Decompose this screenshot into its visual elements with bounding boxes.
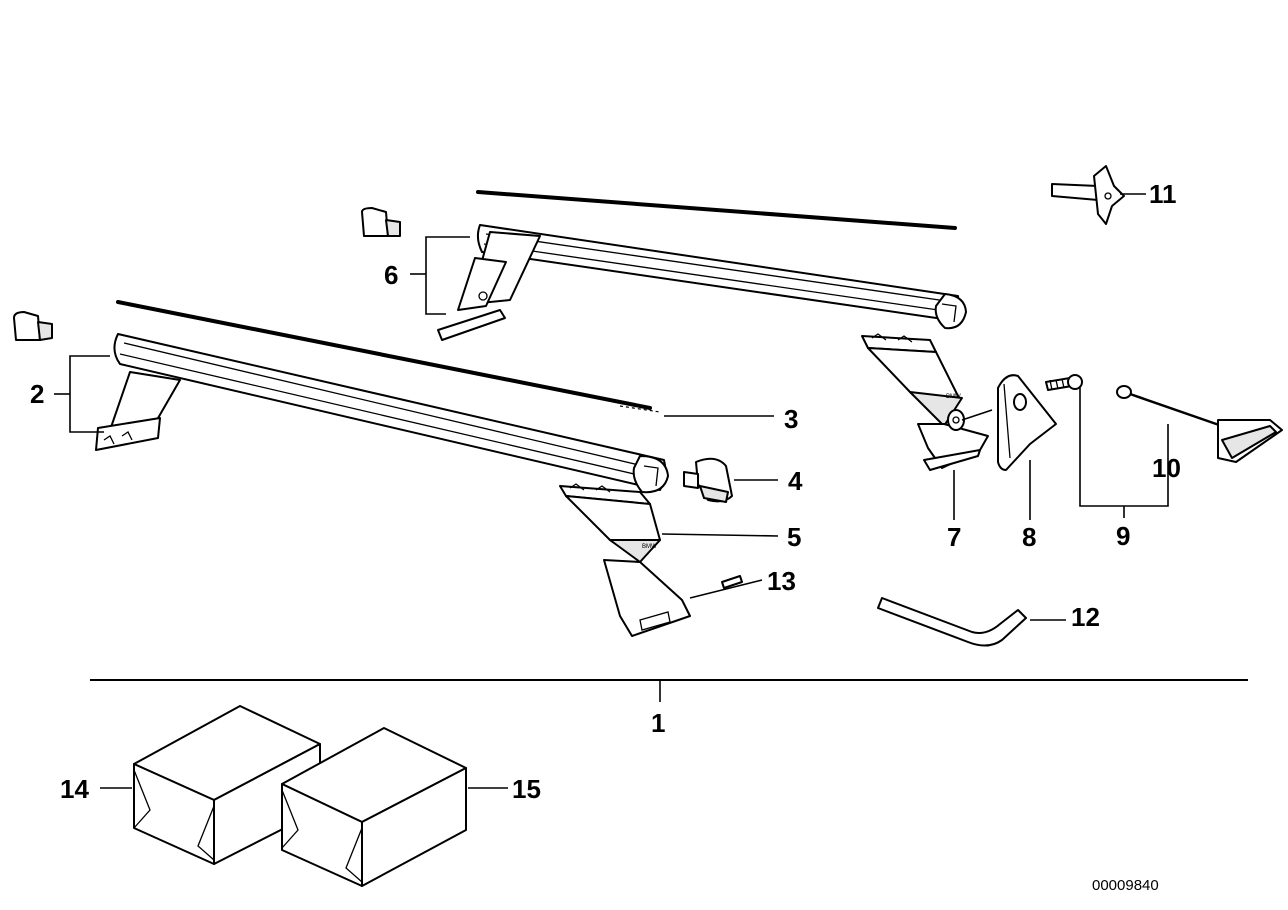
label-10: 10 <box>1152 453 1181 483</box>
knob-part-11 <box>1051 165 1125 225</box>
label-13: 13 <box>767 566 796 596</box>
label-9: 9 <box>1116 521 1130 551</box>
bracket-part-8 <box>997 374 1057 471</box>
document-number: 00009840 <box>1092 877 1159 894</box>
front-left-foot <box>95 371 181 451</box>
box-part-15 <box>281 727 467 887</box>
label-4: 4 <box>788 466 803 496</box>
pin-part-13 <box>721 575 743 589</box>
label-3: 3 <box>784 404 798 434</box>
rear-left-end-cap <box>361 207 401 237</box>
label-2: 2 <box>30 379 44 409</box>
foot-support-part-5: BMW <box>559 483 691 637</box>
label-11: 11 <box>1149 179 1177 209</box>
label-15: 15 <box>512 774 541 804</box>
strap-part-10 <box>1116 385 1283 463</box>
label-8: 8 <box>1022 522 1036 552</box>
label-1: 1 <box>651 708 665 738</box>
foot-support-part-7: BMW <box>861 333 989 471</box>
end-cap-part-4 <box>683 457 733 503</box>
front-left-end-cap <box>13 311 53 341</box>
label-12: 12 <box>1071 602 1100 632</box>
rear-left-foot <box>437 231 541 341</box>
rear-cross-bar <box>476 190 967 330</box>
hex-key-part-12 <box>877 597 1027 647</box>
box-part-14 <box>133 705 321 865</box>
front-cross-bar <box>113 300 669 494</box>
leader-lines <box>54 193 1248 789</box>
label-14: 14 <box>60 774 89 804</box>
label-6: 6 <box>384 260 398 290</box>
foot-logo-text: BMW <box>642 544 657 550</box>
label-5: 5 <box>787 522 801 552</box>
bolt-part-9 <box>1045 374 1083 391</box>
label-7: 7 <box>947 522 961 552</box>
foot-logo-text-2: BMW <box>946 394 961 400</box>
